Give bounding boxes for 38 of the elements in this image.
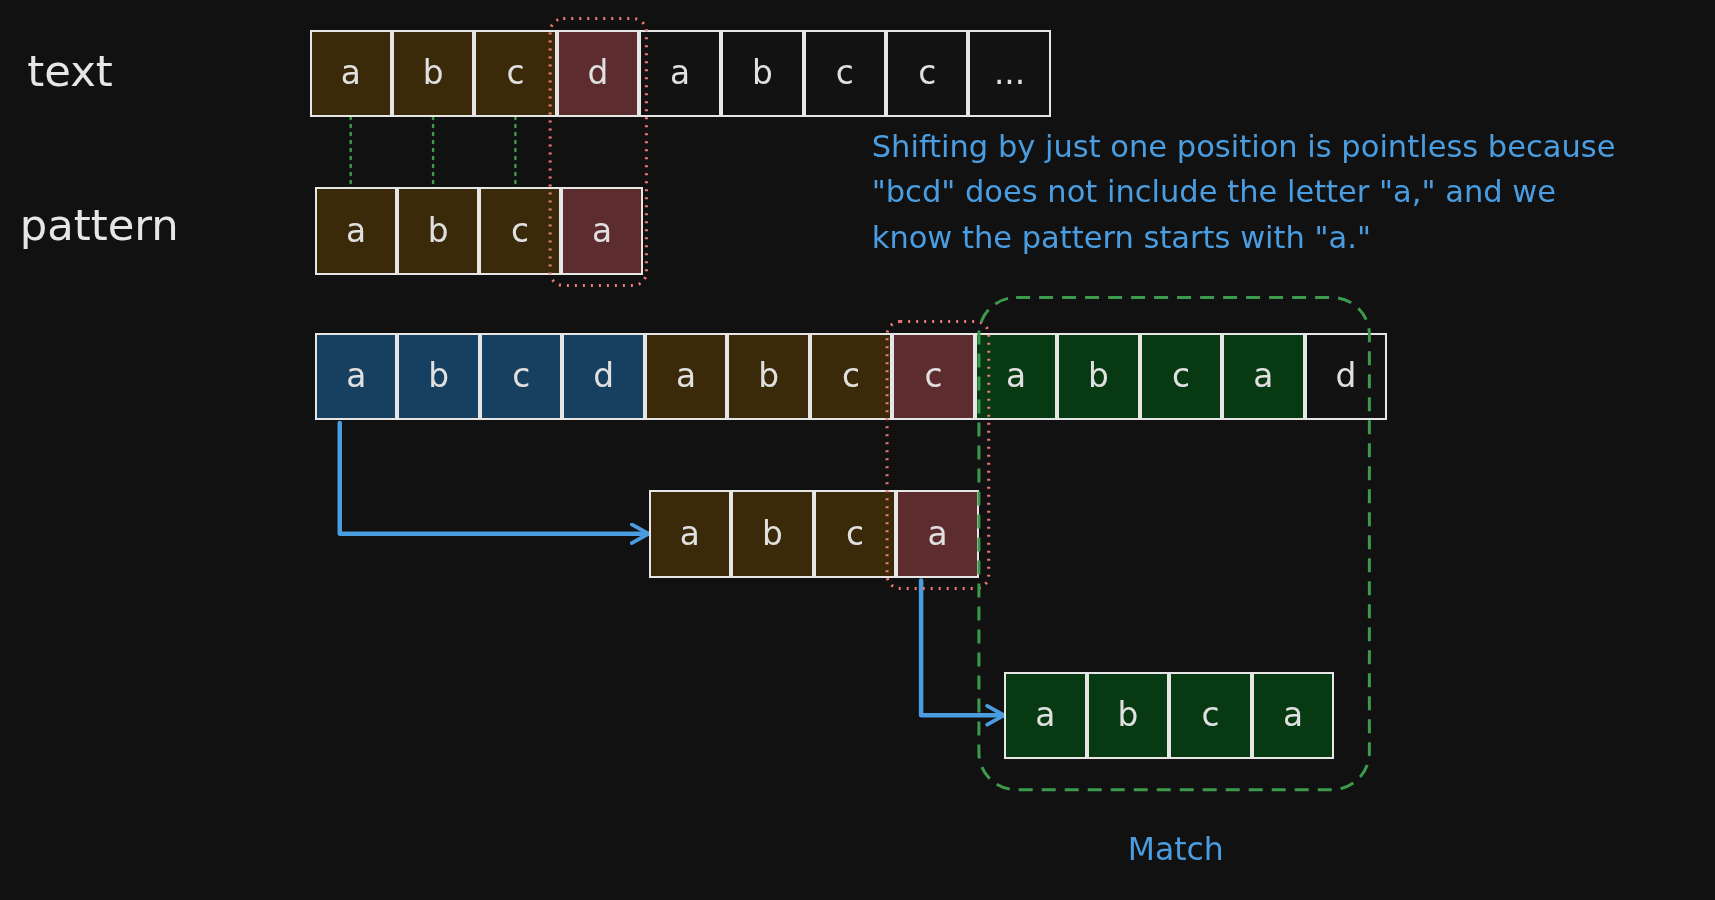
character-cell: ... [968, 29, 1051, 118]
character-cell: b [391, 29, 475, 118]
row-label: text [27, 45, 114, 98]
character-cell: d [1304, 332, 1388, 420]
character-cell: c [479, 332, 563, 420]
character-cell: a [638, 29, 722, 118]
character-cell: c [474, 29, 557, 118]
character-cell: b [721, 29, 804, 118]
character-cell: a [896, 490, 979, 578]
character-cell: b [1057, 332, 1140, 420]
character-cell: a [648, 490, 732, 578]
character-cell: c [892, 332, 975, 420]
match-label: Match [1126, 831, 1225, 870]
character-cell: a [644, 332, 728, 420]
character-cell: b [1086, 671, 1170, 760]
character-cell: b [731, 490, 814, 578]
character-cell: b [727, 332, 810, 420]
character-cell: c [886, 29, 969, 118]
character-cell: c [1139, 332, 1223, 420]
character-cell: c [803, 29, 887, 118]
character-cell: c [1169, 671, 1252, 760]
character-cell: a [309, 29, 392, 118]
character-cell: a [315, 187, 398, 275]
character-cell: c [479, 187, 562, 275]
character-cell: a [974, 332, 1058, 420]
character-cell: b [397, 332, 480, 420]
character-cell: c [813, 490, 897, 578]
character-cell: b [397, 187, 480, 275]
character-cell: c [809, 332, 893, 420]
character-cell: a [561, 187, 644, 275]
row-label: pattern [19, 200, 180, 253]
explanation-note: Shifting by just one position is pointless because "bcd" does not include the letter "a," and we know the pattern starts with "a." [871, 127, 1616, 258]
character-cell: a [315, 332, 398, 420]
character-cell: d [562, 332, 645, 420]
character-cell: a [1222, 332, 1305, 420]
character-cell: a [1004, 671, 1087, 760]
character-cell: a [1251, 671, 1335, 760]
character-cell: d [556, 29, 639, 118]
